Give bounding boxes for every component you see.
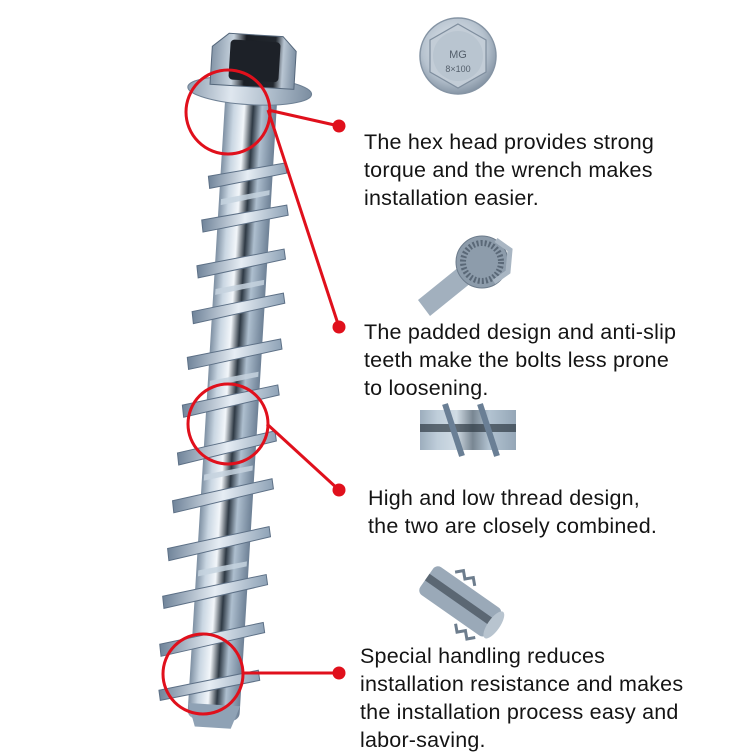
callout-thread-design: High and low thread design, the two are …: [368, 484, 657, 540]
callout-line: Special handling reduces: [360, 644, 606, 668]
callout-line: to loosening.: [364, 376, 489, 400]
callout-line: The padded design and anti-slip: [364, 320, 677, 344]
callout-leader-lines: [244, 108, 341, 675]
callout-line: installation resistance and makes: [360, 672, 684, 696]
callout-line: the installation process easy and: [360, 700, 679, 724]
callout-hex-head: The hex head provides strong torque and …: [364, 128, 654, 212]
callout-line: teeth make the bolts less prone: [364, 348, 669, 372]
callout-line: torque and the wrench makes: [364, 158, 653, 182]
callout-line: The hex head provides strong: [364, 130, 655, 154]
svg-text:8×100: 8×100: [445, 64, 470, 74]
callout-line: installation easier.: [364, 186, 539, 210]
svg-text:MG: MG: [449, 49, 467, 61]
detail-hex-head-top-view: MG 8×100: [419, 17, 497, 95]
callout-line: the two are closely combined.: [368, 514, 658, 538]
detail-serrated-flange: [418, 235, 513, 316]
callout-line: labor-saving.: [360, 728, 486, 752]
detail-thread-closeup: [420, 403, 516, 457]
callout-dots: [332, 119, 346, 680]
detail-cutting-tip: [419, 566, 505, 641]
callout-special-tip: Special handling reduces installation re…: [360, 642, 683, 754]
callout-line: High and low thread design,: [368, 486, 640, 510]
callout-anti-slip-teeth: The padded design and anti-slip teeth ma…: [364, 318, 676, 402]
